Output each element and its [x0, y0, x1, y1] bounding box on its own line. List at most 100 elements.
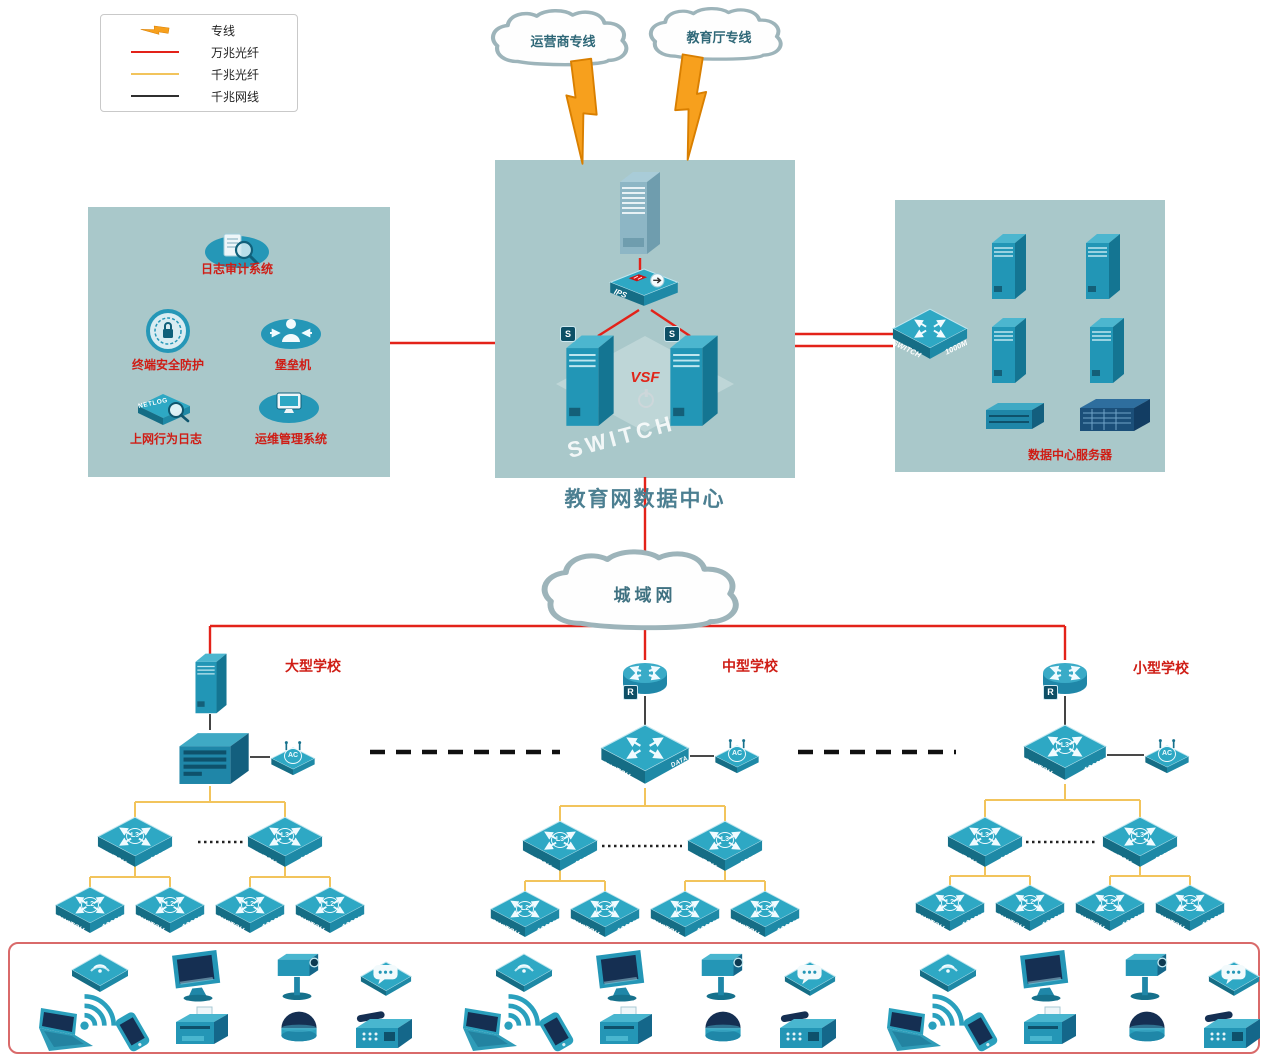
server-zone-label: 数据中心服务器 — [1027, 448, 1113, 462]
cloud-man-label: 城域网 — [613, 585, 677, 605]
bastion-host-icon — [258, 312, 324, 352]
log-audit-label: 日志审计系统 — [200, 262, 274, 276]
ac-badge: AC — [284, 748, 302, 765]
l3-badge: L3 — [976, 828, 994, 845]
cloud-edu-line: 教育厅专线 — [645, 6, 793, 66]
laptop-icon — [882, 1008, 944, 1052]
desktop-monitor-icon — [592, 950, 654, 1002]
printer-icon — [170, 1006, 230, 1050]
l2-switch-icon: L2 SWITCH 1000M — [489, 890, 561, 939]
1g-cable-links — [198, 696, 1144, 848]
legend: 专线 万兆光纤 千兆光纤 千兆网线 — [100, 14, 298, 112]
red-line-icon — [109, 51, 201, 53]
l2-badge: L2 — [1021, 894, 1039, 911]
dome-camera-icon — [1122, 1006, 1172, 1045]
laptop-icon — [34, 1008, 96, 1052]
ac-badge: AC — [1158, 746, 1176, 763]
l2-badge: L2 — [241, 896, 259, 913]
l2-switch-icon: L2 SWITCH 1000M — [54, 886, 126, 935]
datacenter-title: 教育网数据中心 — [564, 488, 726, 511]
legend-label: 专线 — [211, 23, 236, 38]
dome-camera-icon — [698, 1006, 748, 1045]
school-label-small: 小型学校 — [1133, 660, 1189, 676]
router-badge: R — [623, 685, 638, 700]
storage-unit-icon — [982, 400, 1046, 430]
black-line-icon — [109, 95, 201, 97]
terminal-group — [28, 944, 420, 1054]
ptz-camera-icon — [268, 950, 326, 1001]
router-icon: R — [1041, 658, 1089, 700]
legend-row-dedicated-line: 专线 — [109, 19, 289, 41]
l2-badge: L2 — [676, 900, 694, 917]
cloud-isp-label: 运营商专线 — [530, 33, 596, 49]
l2-badge: L2 — [516, 900, 534, 917]
l2-badge: L2 — [596, 900, 614, 917]
netlog-icon: NETLOG — [130, 386, 196, 428]
chat-terminal-icon — [358, 958, 414, 997]
l3-badge: L3 — [1056, 738, 1074, 755]
l3-badge: L3 — [276, 828, 294, 845]
school-server-icon — [190, 650, 232, 716]
core-l3-switch-icon: L3 SWITCH 1000M — [1022, 724, 1108, 782]
chassis-switch-icon — [1076, 396, 1152, 432]
smartphone-icon — [956, 1010, 1004, 1054]
l2-switch-icon: L2 SWITCH 1000M — [214, 886, 286, 935]
l2-badge: L2 — [321, 896, 339, 913]
smartphone-icon — [532, 1010, 580, 1054]
bastion-host-label: 堡垒机 — [274, 358, 312, 372]
l2-badge: L2 — [1181, 894, 1199, 911]
l3-switch-icon: L3 SWITCH 1000M — [96, 816, 174, 869]
l3-badge: L3 — [1131, 828, 1149, 845]
legend-label: 千兆光纤 — [211, 67, 260, 82]
school-label-large: 大型学校 — [285, 658, 341, 674]
core-switch-server-left-icon: S — [558, 326, 622, 430]
ptz-camera-icon — [692, 950, 750, 1001]
core-rack-server-icon — [171, 728, 249, 785]
l2-switch-icon: L2 SWITCH 1000M — [729, 890, 801, 939]
desktop-monitor-icon — [168, 950, 230, 1002]
legend-row-10g-fiber: 万兆光纤 — [109, 41, 289, 63]
net-behavior-label: 上网行为日志 — [129, 432, 203, 446]
l3-switch-icon: L3 SWITCH 1000M — [1101, 816, 1179, 869]
fax-phone-icon — [352, 1010, 414, 1052]
server-badge: S — [560, 326, 576, 342]
legend-label: 万兆光纤 — [211, 45, 260, 60]
cloud-edu-label: 教育厅专线 — [686, 29, 752, 45]
l2-switch-icon: L2 SWITCH 1000M — [914, 884, 986, 933]
cloud-isp-line: 运营商专线 — [487, 8, 639, 72]
rack-server-icon — [1080, 230, 1126, 302]
ac-badge: AC — [728, 746, 746, 763]
chat-terminal-icon — [1206, 958, 1262, 997]
l2-badge: L2 — [1101, 894, 1119, 911]
1g-fiber-links — [89, 784, 1191, 894]
l2-switch-icon: L2 SWITCH 1000M — [1074, 884, 1146, 933]
fax-phone-icon — [776, 1010, 838, 1052]
printer-icon — [594, 1006, 654, 1050]
l2-badge: L2 — [941, 894, 959, 911]
vsf-label: VSF — [630, 369, 660, 386]
ac-controller-icon: AC — [712, 738, 762, 775]
dome-camera-icon — [274, 1006, 324, 1045]
ac-controller-icon: AC — [268, 740, 318, 777]
l2-badge: L2 — [756, 900, 774, 917]
rack-server-icon — [1084, 314, 1130, 386]
ops-management-label: 运维管理系统 — [254, 432, 328, 446]
l2-switch-icon: L2 SWITCH 1000M — [294, 886, 366, 935]
l2-switch-icon: L2 SWITCH 1000M — [1154, 884, 1226, 933]
rack-server-icon — [986, 314, 1032, 386]
l3-switch-icon: L3 SWITCH 1000M — [521, 820, 599, 873]
endpoint-protection-label: 终端安全防护 — [131, 358, 205, 372]
smartphone-icon — [108, 1010, 156, 1054]
legend-label: 千兆网线 — [211, 89, 260, 104]
l3-badge: L3 — [716, 832, 734, 849]
l2-badge: L2 — [161, 896, 179, 913]
l3-switch-icon: L3 SWITCH 1000M — [946, 816, 1024, 869]
terminal-group — [876, 944, 1265, 1054]
school-label-medium: 中型学校 — [722, 658, 778, 674]
l2-badge: L2 — [81, 896, 99, 913]
server-badge: S — [664, 326, 680, 342]
ac-controller-icon: AC — [1142, 738, 1192, 775]
legend-row-1g-fiber: 千兆光纤 — [109, 63, 289, 85]
